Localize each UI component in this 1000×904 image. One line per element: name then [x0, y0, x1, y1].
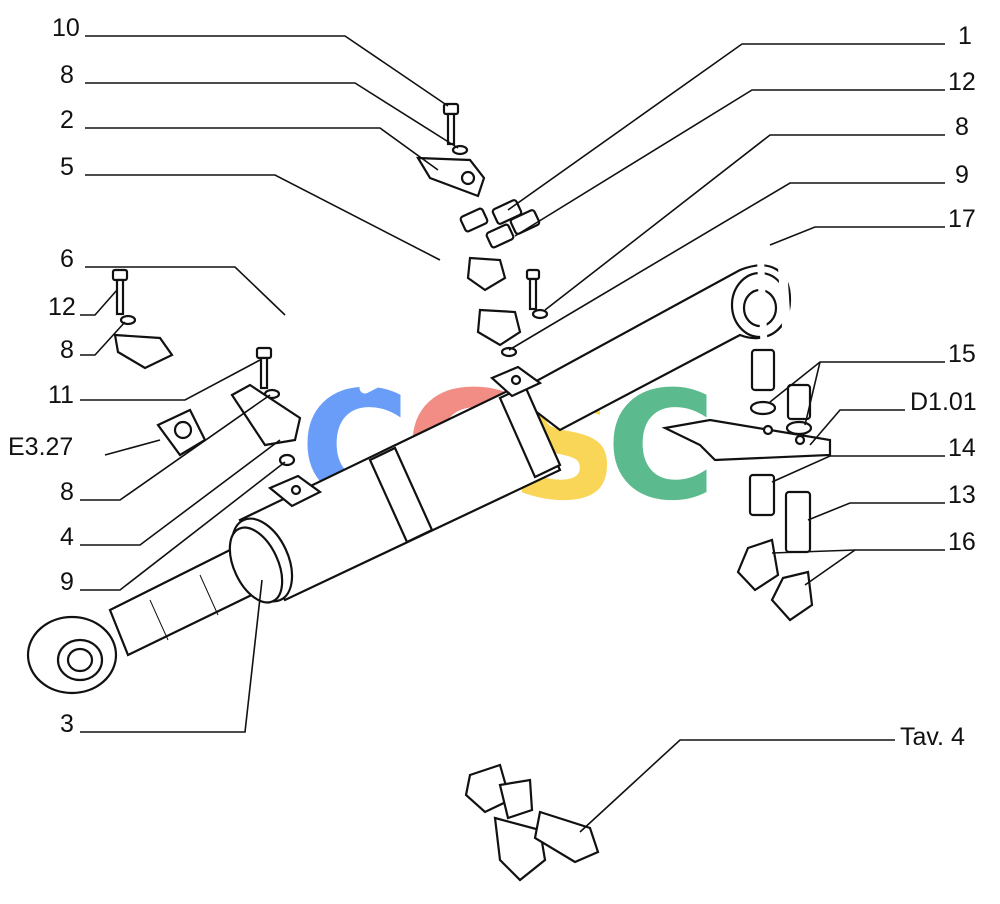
- label-2: 2: [60, 106, 74, 134]
- label-10: 10: [52, 14, 80, 42]
- label-12: 12: [948, 68, 976, 96]
- label-8: 8: [955, 113, 969, 141]
- label-e3-27: E3.27: [8, 433, 73, 461]
- leader-lines: [80, 35, 945, 833]
- label-6: 6: [60, 245, 74, 273]
- hydraulic-pipes: [145, 159, 800, 795]
- label-1: 1: [958, 22, 972, 50]
- label-16: 16: [948, 528, 976, 556]
- label-8: 8: [60, 61, 74, 89]
- label-d1-01: D1.01: [910, 388, 977, 416]
- label-3: 3: [60, 710, 74, 738]
- hydraulic-cylinder: [26, 264, 792, 695]
- label-9: 9: [60, 568, 74, 596]
- label-5: 5: [60, 153, 74, 181]
- label-12: 12: [48, 293, 76, 321]
- label-15: 15: [948, 340, 976, 368]
- label-14: 14: [948, 434, 976, 462]
- label-13: 13: [948, 481, 976, 509]
- label-8: 8: [60, 336, 74, 364]
- labels-right: 1 12 8 9 17 15 D1.01 14 13 16 Tav. 4: [900, 22, 977, 751]
- label-11: 11: [48, 381, 74, 409]
- labels-left: 10 8 2 5 6 12 8 11 E3.27 8 4 9 3: [8, 14, 80, 738]
- label-17: 17: [948, 205, 976, 233]
- label-9: 9: [955, 161, 969, 189]
- small-parts: [111, 102, 832, 882]
- label-8: 8: [60, 478, 74, 506]
- label-4: 4: [60, 523, 74, 551]
- label-tav-4: Tav. 4: [900, 723, 965, 751]
